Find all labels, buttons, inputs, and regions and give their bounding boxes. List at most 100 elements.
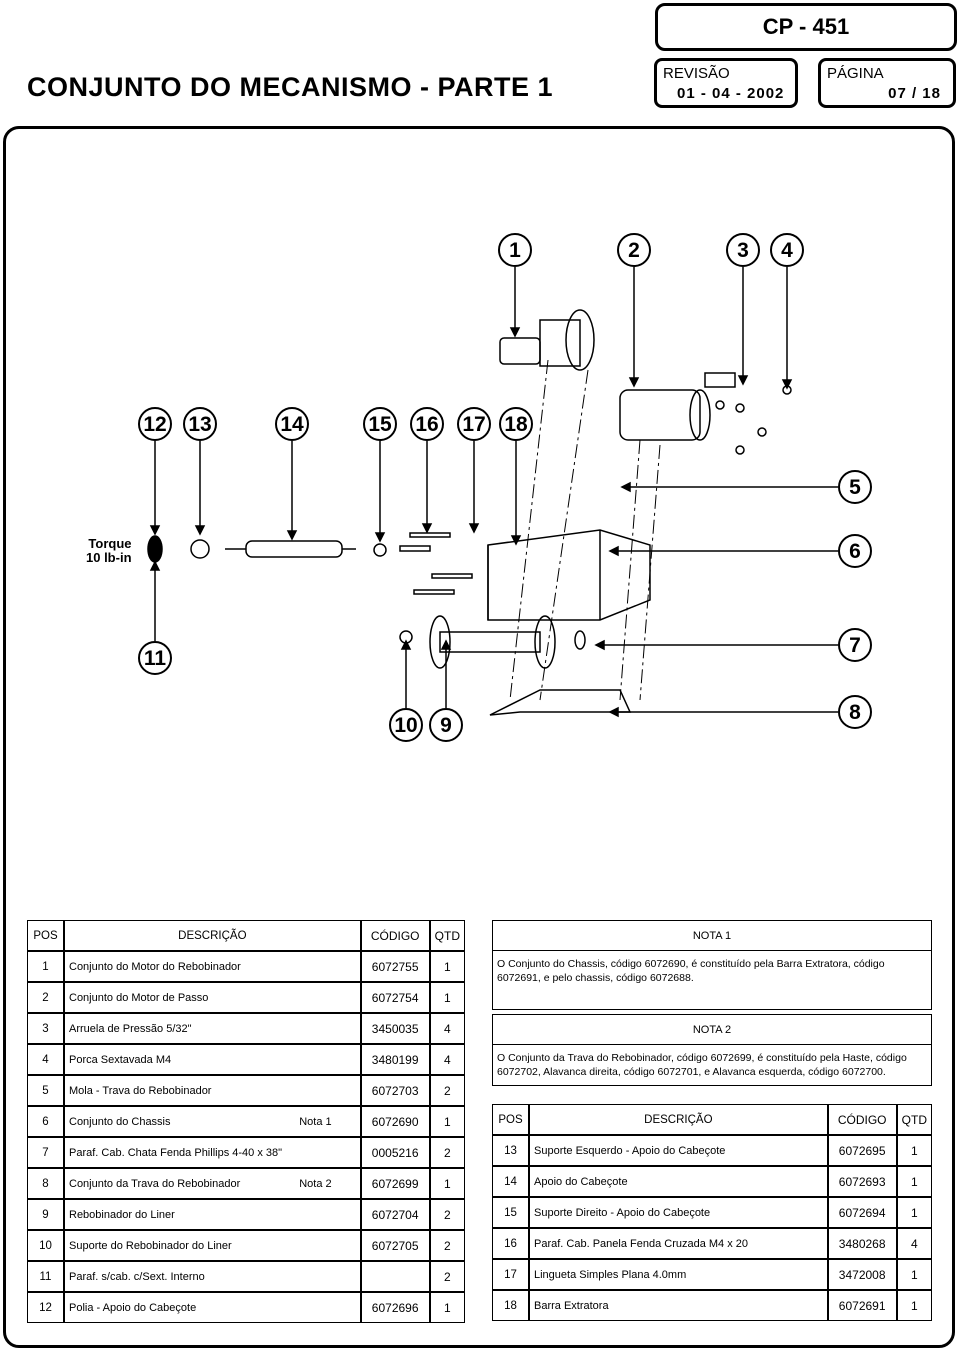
torque-value: 10 lb-in xyxy=(86,550,132,565)
cell-pos: 3 xyxy=(27,1013,64,1044)
cell-description-text: Conjunto do Chassis xyxy=(69,1115,171,1128)
cell-description-text: Paraf. Cab. Chata Fenda Phillips 4-40 x … xyxy=(69,1146,283,1159)
torque-annotation: Torque 10 lb-in xyxy=(86,537,132,565)
page-value: 07 / 18 xyxy=(888,85,941,102)
table-header-row: POS DESCRIÇÃO CÓDIGO QTD xyxy=(27,920,465,951)
callout-18: 18 xyxy=(499,407,533,441)
cell-code-text: 6072693 xyxy=(838,1174,886,1189)
cell-code-text: 6072691 xyxy=(838,1298,886,1313)
callout-14: 14 xyxy=(275,407,309,441)
cell-description-text: Suporte Esquerdo - Apoio do Cabeçote xyxy=(534,1144,726,1157)
cell-pos: 15 xyxy=(492,1197,529,1228)
cell-qty: 2 xyxy=(429,1137,465,1168)
cell-description-text: Mola - Trava do Rebobinador xyxy=(69,1084,212,1097)
cell-qty-text: 2 xyxy=(443,1145,451,1160)
table-row: 13 Suporte Esquerdo - Apoio do Cabeçote 60… xyxy=(492,1135,932,1166)
cell-qty-text: 1 xyxy=(910,1298,918,1313)
cell-pos: 4 xyxy=(27,1044,64,1075)
cell-code: 6072703 xyxy=(360,1075,430,1106)
cell-qty: 4 xyxy=(896,1228,932,1259)
cell-pos: 11 xyxy=(27,1261,64,1292)
cell-note-ref: Nota 2 xyxy=(299,1177,332,1190)
header-pos: POS xyxy=(27,920,64,951)
note-2: NOTA 2 O Conjunto da Trava do Rebobinado… xyxy=(492,1014,932,1086)
cell-code-text: 3472008 xyxy=(838,1267,886,1282)
cell-description-text: Suporte do Rebobinador do Liner xyxy=(69,1239,232,1252)
cell-pos-text: 18 xyxy=(504,1299,517,1312)
cell-qty-text: 1 xyxy=(443,1300,451,1315)
header-pos: POS xyxy=(492,1104,529,1135)
cell-qty: 1 xyxy=(896,1166,932,1197)
cell-pos: 16 xyxy=(492,1228,529,1259)
page-label: PÁGINA xyxy=(827,65,884,82)
cell-code: 6072754 xyxy=(360,982,430,1013)
cell-code: 3480268 xyxy=(827,1228,897,1259)
callout-4: 4 xyxy=(770,233,804,267)
cell-code: 3480199 xyxy=(360,1044,430,1075)
cell-code: 6072693 xyxy=(827,1166,897,1197)
cell-pos-text: 16 xyxy=(504,1237,517,1250)
cell-pos-text: 3 xyxy=(42,1022,49,1035)
table-header-row: POS DESCRIÇÃO CÓDIGO QTD xyxy=(492,1104,932,1135)
callout-15: 15 xyxy=(363,407,397,441)
cell-pos-text: 1 xyxy=(42,960,49,973)
cell-pos-text: 10 xyxy=(39,1239,52,1252)
callout-10: 10 xyxy=(389,708,423,742)
cell-qty-text: 2 xyxy=(443,1238,451,1253)
cell-qty: 1 xyxy=(896,1259,932,1290)
cell-pos-text: 15 xyxy=(504,1206,517,1219)
cell-qty-text: 1 xyxy=(910,1205,918,1220)
cell-qty: 2 xyxy=(429,1261,465,1292)
cell-description-text: Conjunto do Motor de Passo xyxy=(69,991,209,1004)
cell-code-text: 6072754 xyxy=(371,990,419,1005)
cell-qty-text: 1 xyxy=(910,1143,918,1158)
cell-qty: 1 xyxy=(429,982,465,1013)
cell-qty: 1 xyxy=(429,1106,465,1137)
cell-qty: 1 xyxy=(429,1168,465,1199)
cell-code: 6072694 xyxy=(827,1197,897,1228)
callout-8: 8 xyxy=(838,695,872,729)
torque-label: Torque xyxy=(88,536,132,551)
cell-pos-text: 14 xyxy=(504,1175,517,1188)
cell-description-text: Arruela de Pressão 5/32" xyxy=(69,1022,192,1035)
cell-pos: 13 xyxy=(492,1135,529,1166)
cell-pos-text: 4 xyxy=(42,1053,49,1066)
cell-qty: 2 xyxy=(429,1230,465,1261)
cell-code-text: 0005216 xyxy=(371,1145,419,1160)
exploded-view-drawing xyxy=(147,267,838,718)
cell-code: 6072699 xyxy=(360,1168,430,1199)
cell-pos-text: 13 xyxy=(504,1144,517,1157)
cell-pos-text: 11 xyxy=(39,1270,52,1283)
note-2-text: O Conjunto da Trava do Rebobinador, códi… xyxy=(497,1052,907,1078)
cell-pos: 7 xyxy=(27,1137,64,1168)
cell-code-text: 6072695 xyxy=(838,1143,886,1158)
cell-qty-text: 2 xyxy=(443,1269,451,1284)
cell-description-text: Paraf. s/cab. c/Sext. Interno xyxy=(69,1270,205,1283)
cell-pos: 12 xyxy=(27,1292,64,1323)
cell-qty-text: 1 xyxy=(443,1176,451,1191)
cell-code: 6072696 xyxy=(360,1292,430,1323)
header-description: DESCRIÇÃO xyxy=(529,1104,828,1135)
cell-code-text: 6072705 xyxy=(371,1238,419,1253)
cell-code-text: 3480199 xyxy=(371,1052,419,1067)
revision-label: REVISÃO xyxy=(663,65,730,82)
cell-pos: 6 xyxy=(27,1106,64,1137)
cell-pos: 9 xyxy=(27,1199,64,1230)
cell-qty-text: 1 xyxy=(910,1267,918,1282)
cell-code: 6072695 xyxy=(827,1135,897,1166)
cell-description: Arruela de Pressão 5/32" xyxy=(64,1013,361,1044)
cell-description: Conjunto do Motor de Passo xyxy=(64,982,361,1013)
cell-description-text: Rebobinador do Liner xyxy=(69,1208,175,1221)
cell-qty-text: 1 xyxy=(443,1114,451,1129)
cell-pos-text: 6 xyxy=(42,1115,49,1128)
cell-description-text: Paraf. Cab. Panela Fenda Cruzada M4 x 20 xyxy=(534,1237,749,1250)
cell-description: Lingueta Simples Plana 4.0mm xyxy=(529,1259,828,1290)
header-description: DESCRIÇÃO xyxy=(64,920,361,951)
cell-code: 0005216 xyxy=(360,1137,430,1168)
table-row: 7 Paraf. Cab. Chata Fenda Phillips 4-40 x… xyxy=(27,1137,465,1168)
